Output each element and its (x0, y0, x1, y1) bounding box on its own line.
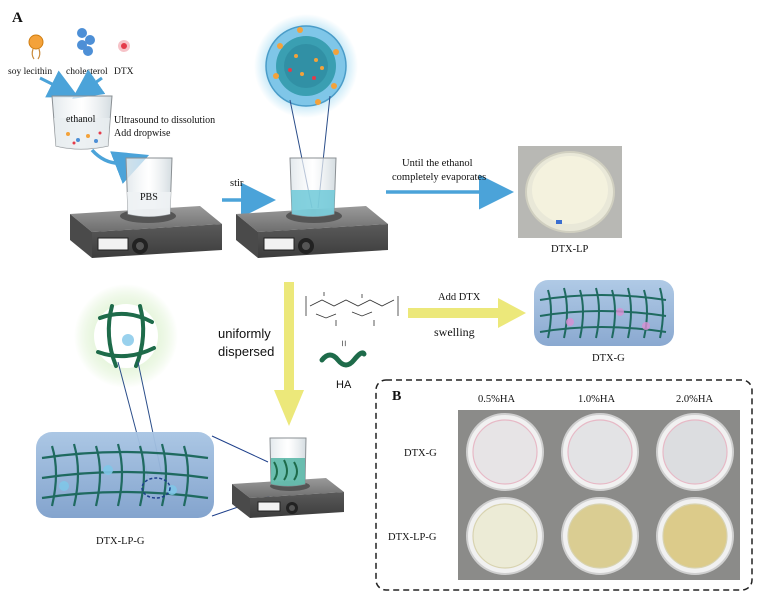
instruction-add-dropwise: Add dropwise (114, 128, 171, 139)
cholesterol-icon (77, 28, 95, 56)
panel-a-label: A (12, 10, 23, 26)
pbs-label: PBS (140, 192, 158, 203)
petri-dish (656, 497, 734, 575)
soy-lecithin-icon (28, 34, 44, 60)
petri-dish (656, 413, 734, 491)
instruction-ultrasound: Ultrasound to dissolution (114, 115, 215, 126)
petri-dish-grid (466, 413, 734, 575)
ha-structure-icon (305, 292, 399, 326)
petri-dish (466, 413, 544, 491)
panel-b-frame (375, 379, 753, 591)
liposome-icon (254, 14, 358, 118)
dtx-lp-photo (518, 146, 622, 238)
panel-b-label: B (392, 389, 401, 404)
ha-network-zoom-icon (74, 284, 178, 388)
ha-wave-icon (319, 350, 367, 368)
liposome-beaker (289, 157, 337, 217)
dtx-lp-g-caption: DTX-LP-G (96, 536, 145, 547)
petri-dish (561, 413, 639, 491)
pbs-beaker (125, 157, 173, 217)
uniformly-label: uniformly (218, 326, 271, 341)
evaporation-line1: Until the ethanol (402, 158, 473, 169)
col-label-1.0-ha: 1.0%HA (578, 394, 615, 405)
dtx-g-hydrogel-icon (534, 280, 674, 346)
swelling-arrow (408, 298, 526, 328)
row-label-dtx-lp-g: DTX-LP-G (388, 532, 437, 543)
ha-label: HA (336, 379, 352, 391)
add-dtx-label: Add DTX (438, 292, 481, 303)
swelling-label: swelling (434, 325, 475, 339)
evaporation-line2: completely evaporates (392, 172, 486, 183)
col-label-2.0-ha: 2.0%HA (676, 394, 713, 405)
ingredient-arrows (39, 69, 106, 99)
col-label-0.5-ha: 0.5%HA (478, 394, 515, 405)
dtx-lp-g-hydrogel-icon (36, 432, 214, 518)
hotplate-stirrer-1 (70, 206, 222, 258)
gel-beaker (269, 437, 307, 487)
petri-dish (466, 497, 544, 575)
ingredient-soy-lecithin: soy lecithin (8, 67, 52, 77)
uniform-dispersion-arrow (274, 282, 304, 426)
ha-equals: = (337, 340, 351, 347)
ethanol-beaker (51, 95, 113, 150)
dtx-g-caption: DTX-G (592, 353, 625, 364)
stir-label: stir (230, 178, 244, 189)
petri-dish (561, 497, 639, 575)
hotplate-stirrer-3 (232, 478, 344, 518)
dispersed-label: dispersed (218, 344, 274, 359)
ingredient-cholesterol: cholesterol (66, 67, 108, 77)
dtx-lp-caption: DTX-LP (551, 244, 588, 255)
dtx-icon (118, 40, 130, 52)
ingredient-dtx: DTX (114, 67, 134, 77)
ethanol-label: ethanol (66, 114, 96, 125)
row-label-dtx-g: DTX-G (404, 448, 437, 459)
